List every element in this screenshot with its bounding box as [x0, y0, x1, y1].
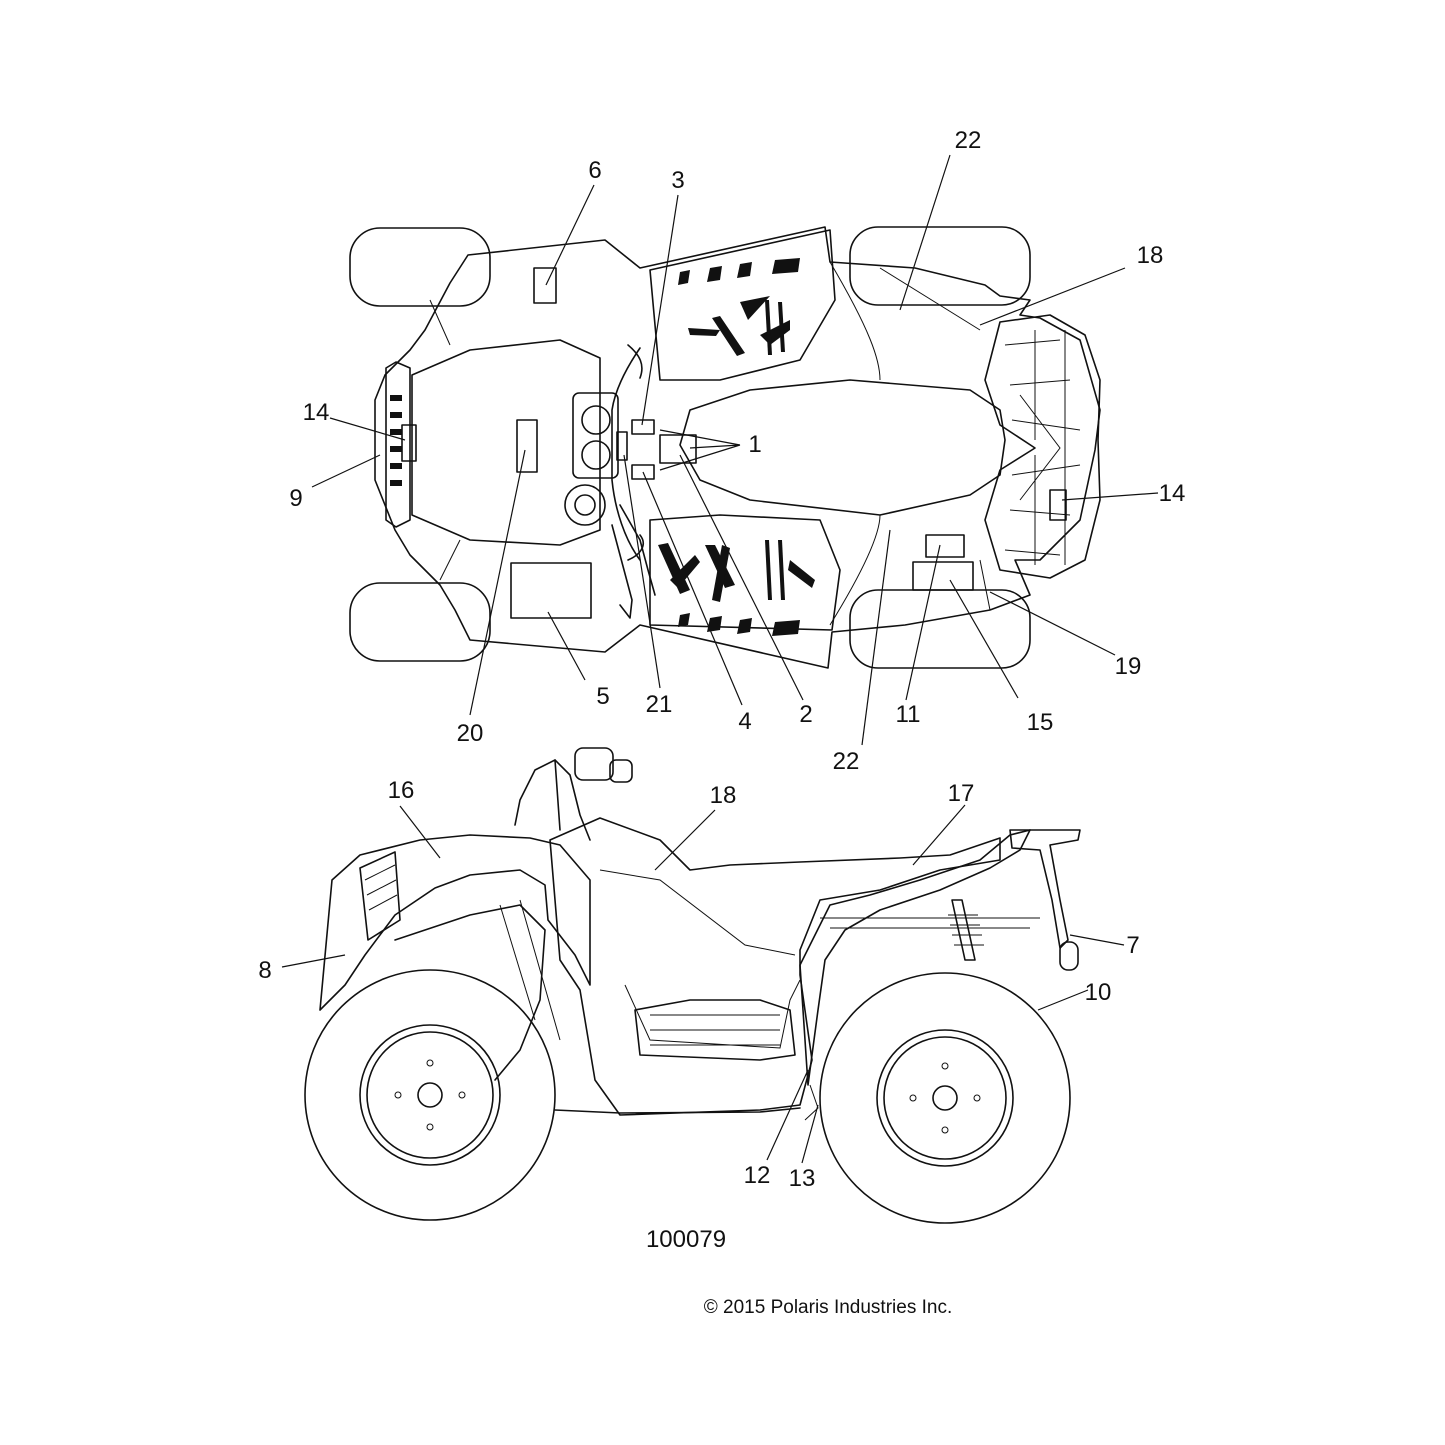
seat [679, 379, 1006, 516]
footwell-decals-left [678, 258, 800, 356]
callout-1: 1 [748, 431, 761, 458]
callout-19: 20 [457, 720, 484, 747]
handlebar-grip [574, 747, 614, 781]
front-wheel-rim [359, 1024, 501, 1166]
callout-3: 3 [671, 167, 684, 194]
side-main-body [549, 817, 1001, 1116]
left-footwell [649, 229, 836, 381]
callout-15: 15 [1027, 709, 1054, 736]
decal-11 [925, 534, 965, 558]
front-rack-ribs [390, 395, 402, 486]
decal-4 [631, 464, 655, 480]
callout-18-bottom: 19 [1115, 653, 1142, 680]
decal-5 [510, 562, 592, 619]
rear-wheel-rim [876, 1029, 1014, 1167]
front-fender [319, 834, 591, 1011]
callout-17: 17 [948, 780, 975, 807]
callout-22-top: 22 [955, 127, 982, 154]
rear-shock [951, 899, 976, 961]
rear-wheel [819, 972, 1071, 1224]
decal-14-rear [1049, 489, 1067, 521]
front-wheel [304, 969, 556, 1221]
callout-6: 6 [588, 157, 601, 184]
callouts: 6 3 22 18 14 1 9 14 19 5 21 2 11 4 15 20… [258, 127, 1185, 1192]
callout-14-front: 14 [303, 399, 330, 426]
callout-16: 16 [388, 777, 415, 804]
engine-block [634, 999, 796, 1061]
side-rear-rack [1009, 829, 1081, 949]
front-suspension [394, 904, 546, 1081]
callout-18-top: 18 [1137, 242, 1164, 269]
decal-15 [912, 561, 974, 591]
side-view-atv [304, 747, 1081, 1224]
fuel-cap [564, 484, 606, 526]
handlebar [611, 347, 641, 561]
copyright-notice: © 2015 Polaris Industries Inc. [704, 1297, 952, 1318]
decal-19 [516, 419, 538, 473]
decal-14-front [401, 424, 417, 462]
figure-number: 100079 [646, 1226, 726, 1253]
callout-7: 7 [1126, 932, 1139, 959]
headlight [359, 851, 401, 941]
top-body-outline [374, 226, 1101, 669]
callout-20: 18 [710, 782, 737, 809]
rear-rack [984, 314, 1101, 579]
rear-grab-bar [1059, 941, 1079, 971]
callout-22-bottom: 22 [833, 748, 860, 775]
decal-6 [533, 267, 557, 304]
callout-2: 2 [799, 701, 812, 728]
callout-13: 13 [789, 1165, 816, 1192]
callout-10: 10 [1085, 979, 1112, 1006]
callout-5: 5 [596, 683, 609, 710]
rear-fender [799, 829, 1031, 1086]
callout-8: 8 [258, 957, 271, 984]
decal-21 [616, 431, 628, 461]
front-right-tire [349, 582, 491, 662]
callout-14-rear: 14 [1159, 480, 1186, 507]
footwell-decals-right [658, 540, 815, 636]
callout-9: 9 [289, 485, 302, 512]
callout-4: 4 [738, 708, 751, 735]
front-rack [385, 361, 411, 528]
decal-2 [659, 434, 697, 464]
callout-12: 12 [744, 1162, 771, 1189]
leader-lines [281, 154, 1159, 1164]
hood-panel [411, 339, 601, 546]
front-left-tire [349, 227, 491, 307]
callout-21: 21 [646, 691, 673, 718]
callout-11: 11 [896, 701, 921, 728]
instrument-pod [572, 392, 619, 479]
top-view-atv [349, 226, 1101, 669]
